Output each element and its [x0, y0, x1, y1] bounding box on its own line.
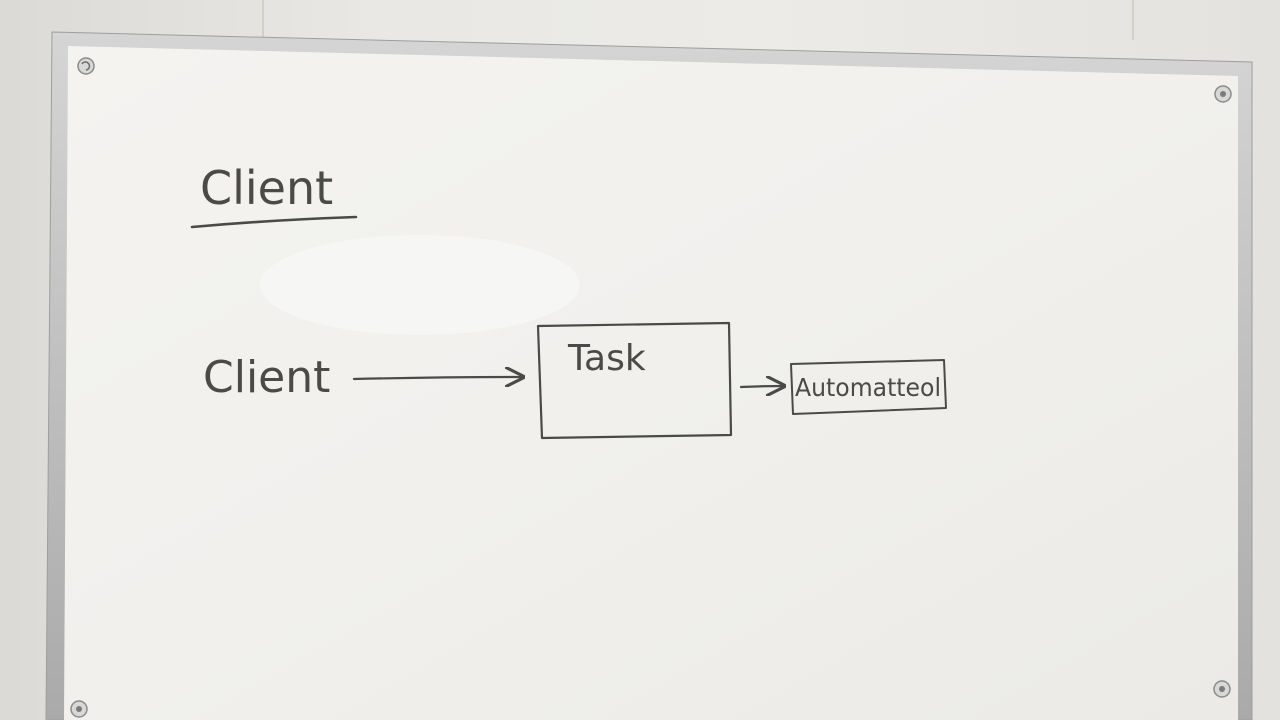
board-heading: Client	[200, 161, 333, 215]
wall-seam	[1132, 0, 1134, 40]
wall-seam	[262, 0, 264, 40]
arrow-to-result	[739, 386, 784, 387]
task-box	[536, 321, 733, 440]
surface-glare	[260, 235, 580, 335]
result-box	[790, 359, 947, 415]
screw-icon	[70, 700, 88, 718]
screw-icon	[1213, 680, 1231, 698]
result-label: Automatteol	[795, 373, 941, 402]
arrow-to-task	[352, 377, 523, 379]
heading-underline	[190, 215, 358, 229]
screw-icon	[77, 57, 95, 75]
screw-icon	[1214, 85, 1232, 103]
task-label: Task	[567, 338, 646, 379]
flow-source-label: Client	[203, 352, 330, 403]
board-surface	[64, 46, 1238, 720]
